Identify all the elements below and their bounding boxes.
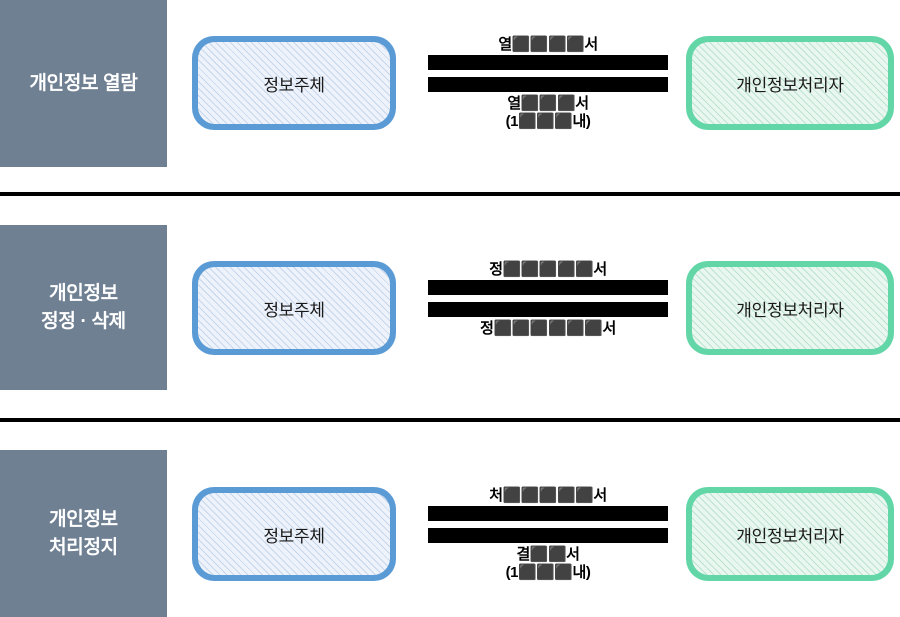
category-label: 개인정보 열람 (29, 72, 138, 94)
arrow-forward-redacted (428, 55, 668, 71)
flow-label-response-redacted: 열⬛⬛⬛서 (1⬛⬛⬛내) (505, 95, 591, 130)
arrow-spacer (428, 295, 668, 302)
actor-label-controller: 개인정보처리자 (736, 526, 844, 546)
arrow-reverse-redacted (428, 528, 668, 544)
flow-caption-bottom-wrap: 결⬛⬛서 (1⬛⬛⬛내) (428, 543, 668, 581)
flow-row-personal-info-access: 개인정보 열람 정보주체 열⬛⬛⬛⬛서 열⬛⬛⬛서 (1⬛⬛⬛내) 개인정보 (0, 0, 900, 194)
category-panel-correction-deletion: 개인정보 정정 · 삭제 (0, 225, 167, 390)
flow-arrows-processing-suspension: 처⬛⬛⬛⬛⬛서 결⬛⬛서 (1⬛⬛⬛내) (428, 487, 668, 582)
flow-caption-top-wrap: 처⬛⬛⬛⬛⬛서 (428, 487, 668, 506)
flow-caption-top-wrap: 열⬛⬛⬛⬛서 (428, 36, 668, 55)
actor-label-data-subject: 정보주체 (263, 75, 325, 95)
actor-label-controller: 개인정보처리자 (736, 75, 844, 95)
actor-box-hatch-fill: 정보주체 (198, 267, 390, 349)
flow-label-response-redacted: 결⬛⬛서 (1⬛⬛⬛내) (505, 546, 591, 581)
category-label: 개인정보 처리정지 (49, 508, 118, 558)
section-divider (0, 418, 900, 422)
flow-arrows-access: 열⬛⬛⬛⬛서 열⬛⬛⬛서 (1⬛⬛⬛내) (428, 36, 668, 131)
flow-caption-bottom-wrap: 열⬛⬛⬛서 (1⬛⬛⬛내) (428, 92, 668, 130)
actor-box-data-subject: 정보주체 (192, 487, 396, 581)
arrow-reverse-redacted (428, 302, 668, 318)
arrow-forward-redacted (428, 280, 668, 296)
flow-label-request-redacted: 열⬛⬛⬛⬛서 (498, 36, 598, 53)
arrow-spacer (428, 70, 668, 77)
actor-box-controller: 개인정보처리자 (686, 487, 894, 581)
actor-box-hatch-fill: 개인정보처리자 (692, 267, 888, 349)
actor-box-controller: 개인정보처리자 (686, 261, 894, 355)
flow-label-request-redacted: 정⬛⬛⬛⬛⬛서 (489, 261, 607, 278)
actor-box-hatch-fill: 개인정보처리자 (692, 493, 888, 575)
actor-label-controller: 개인정보처리자 (736, 300, 844, 320)
section-divider (0, 192, 900, 196)
actor-box-data-subject: 정보주체 (192, 36, 396, 130)
actor-box-data-subject: 정보주체 (192, 261, 396, 355)
actor-box-hatch-fill: 정보주체 (198, 42, 390, 124)
category-panel-processing-suspension: 개인정보 처리정지 (0, 450, 167, 617)
actor-box-hatch-fill: 정보주체 (198, 493, 390, 575)
arrow-reverse-redacted (428, 77, 668, 93)
flow-label-request-redacted: 처⬛⬛⬛⬛⬛서 (489, 487, 607, 504)
flow-row-personal-info-correction-deletion: 개인정보 정정 · 삭제 정보주체 정⬛⬛⬛⬛⬛서 정⬛⬛⬛⬛⬛⬛서 개인정보처… (0, 225, 900, 420)
actor-box-controller: 개인정보처리자 (686, 36, 894, 130)
flow-caption-top-wrap: 정⬛⬛⬛⬛⬛서 (428, 261, 668, 280)
flow-label-response-redacted: 정⬛⬛⬛⬛⬛⬛서 (480, 320, 616, 338)
flow-caption-bottom-wrap: 정⬛⬛⬛⬛⬛⬛서 (428, 317, 668, 338)
flow-row-personal-info-processing-suspension: 개인정보 처리정지 정보주체 처⬛⬛⬛⬛⬛서 결⬛⬛서 (1⬛⬛⬛내) 개인 (0, 450, 900, 617)
actor-label-data-subject: 정보주체 (263, 526, 325, 546)
arrow-spacer (428, 521, 668, 528)
flow-arrows-correction-deletion: 정⬛⬛⬛⬛⬛서 정⬛⬛⬛⬛⬛⬛서 (428, 261, 668, 338)
actor-box-hatch-fill: 개인정보처리자 (692, 42, 888, 124)
category-panel-access: 개인정보 열람 (0, 0, 167, 167)
actor-label-data-subject: 정보주체 (263, 300, 325, 320)
category-label: 개인정보 정정 · 삭제 (41, 282, 126, 332)
arrow-forward-redacted (428, 506, 668, 522)
